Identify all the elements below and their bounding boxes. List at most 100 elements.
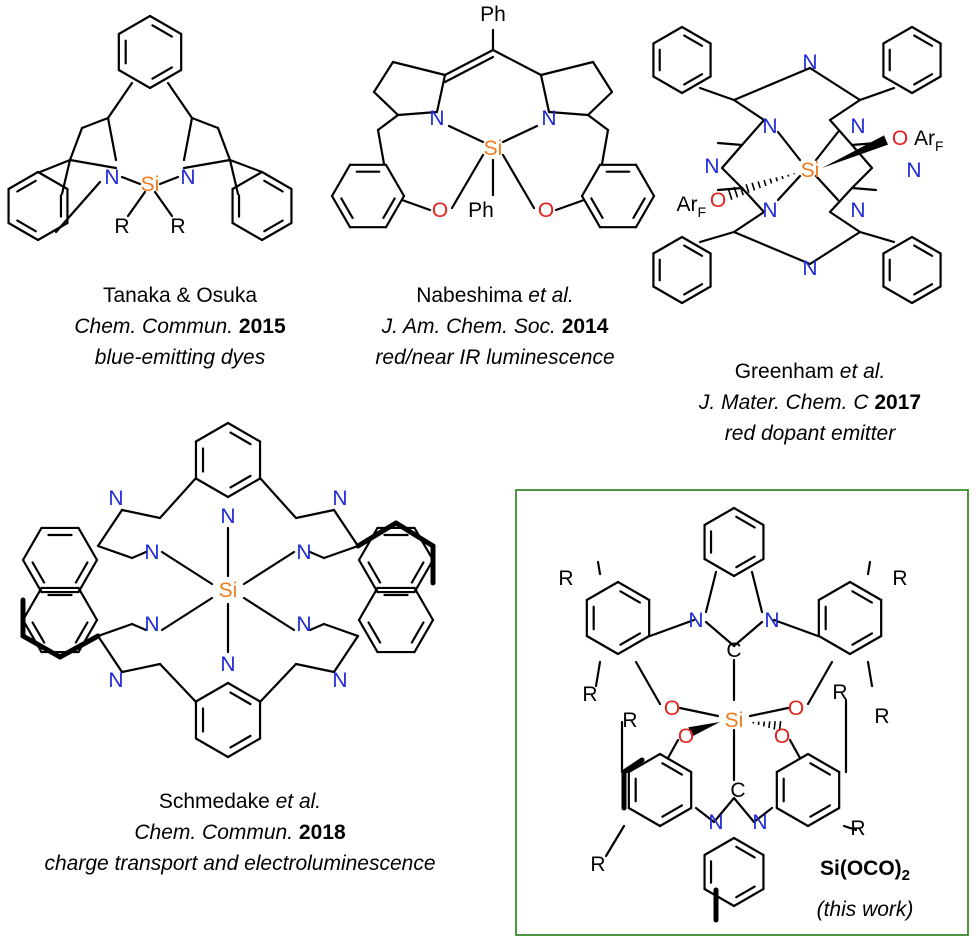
bond-267: [851, 632, 873, 646]
hash-stroke-7: [757, 181, 761, 189]
bond-77: [590, 197, 604, 219]
atom-label-O-this-work-1: O: [664, 697, 680, 720]
bond-139: [740, 186, 766, 214]
bond-261: [848, 634, 883, 656]
bond-318: [842, 824, 858, 832]
bond-256: [616, 580, 651, 602]
bond-83: [501, 124, 539, 144]
atom-label-N-this-work-1: N: [688, 609, 703, 632]
bond-97: [683, 34, 704, 47]
bond-3: [117, 14, 152, 36]
bond-258: [619, 632, 641, 646]
hash-stroke-8: [751, 182, 756, 191]
bond-281: [748, 706, 790, 718]
bold-bond-319: [621, 757, 645, 775]
bond-253: [585, 634, 620, 656]
bond-73: [580, 163, 602, 198]
bond-44: [126, 190, 147, 218]
bond-1: [117, 68, 152, 90]
atom-label-R-this-work-3: R: [582, 683, 597, 706]
caption-this-work: Si(OCO)2 (this work): [790, 852, 940, 927]
atom-label-O-nabeshima-right: O: [538, 199, 554, 222]
bond-285: [627, 752, 662, 774]
bond-110: [652, 235, 684, 255]
atom-label-N-nabeshima-right: N: [541, 107, 556, 130]
bond-86: [400, 198, 432, 212]
this-work-note: (this work): [816, 898, 914, 922]
bond-207: [322, 622, 360, 638]
bond-12: [68, 126, 84, 162]
atom-label-C-this-work-top: C: [726, 639, 741, 662]
bond-14: [106, 116, 118, 162]
bond-111: [680, 235, 712, 255]
bond-150: [814, 130, 840, 162]
caption-greenham-author: Greenham: [734, 360, 834, 383]
bond-260: [619, 590, 641, 604]
bond-242: [703, 506, 736, 527]
this-work-subscript: 2: [901, 867, 910, 885]
bond-225: [367, 621, 382, 644]
atom-label-Si-nabeshima: Si: [484, 137, 503, 160]
bond-216: [31, 621, 46, 644]
bond-148: [850, 166, 874, 190]
bond-214: [77, 586, 99, 622]
bond-145: [732, 230, 812, 266]
bond-204: [130, 622, 148, 632]
bond-43: [158, 175, 180, 186]
caption-schmedake-journal: Chem. Commun.: [134, 821, 294, 844]
atom-label-N-greenham-bl: N: [762, 199, 777, 222]
caption-greenham-etal: et al.: [839, 360, 886, 383]
bond-125: [698, 86, 736, 102]
atom-label-N-schmedake-bottom: N: [220, 653, 235, 676]
bold-bond-lines: [20, 520, 719, 923]
bond-135: [720, 143, 744, 170]
bond-283: [627, 806, 662, 828]
bond-157: [226, 421, 262, 443]
bond-255: [585, 580, 620, 602]
bond-41: [228, 158, 240, 196]
bond-29: [182, 158, 232, 170]
bond-190: [413, 558, 435, 594]
bond-302: [694, 806, 716, 824]
hash-stroke-12: [727, 188, 733, 200]
bond-291: [806, 806, 841, 828]
bond-203: [96, 622, 134, 638]
bond-317: [604, 824, 626, 858]
bond-306: [732, 887, 765, 908]
bold-bond-227: [355, 520, 399, 549]
atom-label-N-schmedake-3: N: [144, 541, 159, 564]
atom-label-N-greenham-br: N: [850, 199, 865, 222]
bond-131: [828, 118, 854, 147]
atom-label-R-tanaka-1: R: [114, 215, 129, 238]
bond-174: [96, 508, 124, 548]
bond-39: [263, 219, 284, 233]
bond-13: [68, 158, 118, 170]
bond-124: [913, 244, 934, 257]
atom-label-Si-tanaka: Si: [141, 173, 160, 196]
bond-237: [160, 596, 214, 632]
bond-79: [586, 113, 610, 132]
bond-223: [413, 586, 435, 622]
bond-80: [376, 128, 386, 166]
bond-47: [443, 48, 495, 77]
bond-84: [450, 153, 485, 210]
atom-label-R-this-work-4: R: [874, 705, 889, 728]
atom-label-R-this-work-7: R: [590, 853, 605, 876]
bond-26: [54, 180, 102, 234]
bond-200: [258, 662, 298, 704]
bond-168: [229, 734, 252, 749]
bold-bond-228: [393, 520, 436, 549]
caption-nabeshima: Nabeshima et al. J. Am. Chem. Soc. 2014 …: [345, 280, 645, 373]
atom-label-N-greenham-tl: N: [762, 115, 777, 138]
bond-120: [910, 235, 942, 255]
caption-greenham-journal: J. Mater. Chem. C: [698, 391, 869, 414]
bond-172: [258, 476, 298, 520]
bond-65: [384, 163, 406, 198]
bond-76: [632, 197, 646, 219]
bond-108: [652, 285, 684, 305]
bond-69: [376, 113, 400, 132]
atom-label-N-schmedake-2: N: [332, 487, 347, 510]
bond-140: [716, 186, 744, 192]
bond-93: [680, 25, 712, 45]
this-work-name: Si(OCO): [819, 857, 902, 880]
